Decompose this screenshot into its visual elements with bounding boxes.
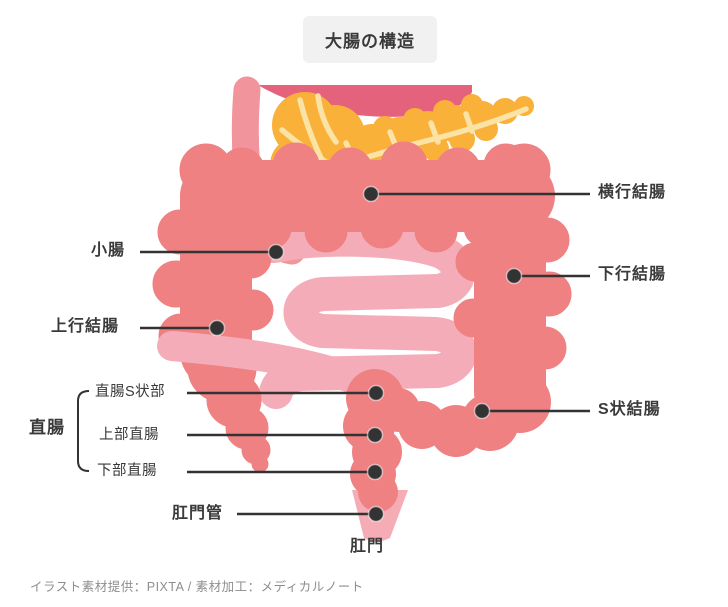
leader-dot-small-intestine (267, 243, 285, 261)
label-small-intestine: 小腸 (91, 242, 126, 259)
label-sigmoid-colon: S状結腸 (598, 401, 661, 418)
leader-dot-rectosigmoid (367, 384, 385, 402)
label-anal-canal: 肛門管 (172, 505, 224, 522)
leader-dot-ascending-colon (208, 319, 226, 337)
credit-text: イラスト素材提供：PIXTA / 素材加工：メディカルノート (30, 580, 364, 594)
leader-dot-sigmoid-colon (473, 402, 491, 420)
label-rectosigmoid: 直腸S状部 (95, 384, 166, 400)
small-intestine-coils (257, 222, 477, 409)
leader-lines (140, 192, 590, 516)
page-title-text: 大腸の構造 (325, 32, 415, 51)
rectum-bracket (77, 390, 90, 472)
leader-dot-descending-colon (505, 267, 523, 285)
terminal-ileum (157, 331, 363, 392)
label-descending-colon: 下行結腸 (598, 266, 667, 283)
sigmoid-rectum-shape (343, 369, 551, 512)
label-ascending-colon: 上行結腸 (51, 318, 120, 335)
leader-dot-anal-canal (367, 505, 385, 523)
label-anus: 肛門 (350, 538, 385, 555)
leader-dot-lower-rectum (366, 463, 384, 481)
leader-dots (208, 185, 523, 523)
label-rectum: 直腸 (29, 418, 65, 437)
leader-dot-transverse-colon (362, 185, 380, 203)
label-upper-rectum: 上部直腸 (99, 427, 159, 443)
page-title: 大腸の構造 (303, 16, 437, 63)
label-lower-rectum: 下部直腸 (97, 463, 157, 479)
leader-dot-upper-rectum (366, 426, 384, 444)
colon-frame (152, 141, 572, 473)
label-transverse-colon: 横行結腸 (598, 184, 667, 201)
